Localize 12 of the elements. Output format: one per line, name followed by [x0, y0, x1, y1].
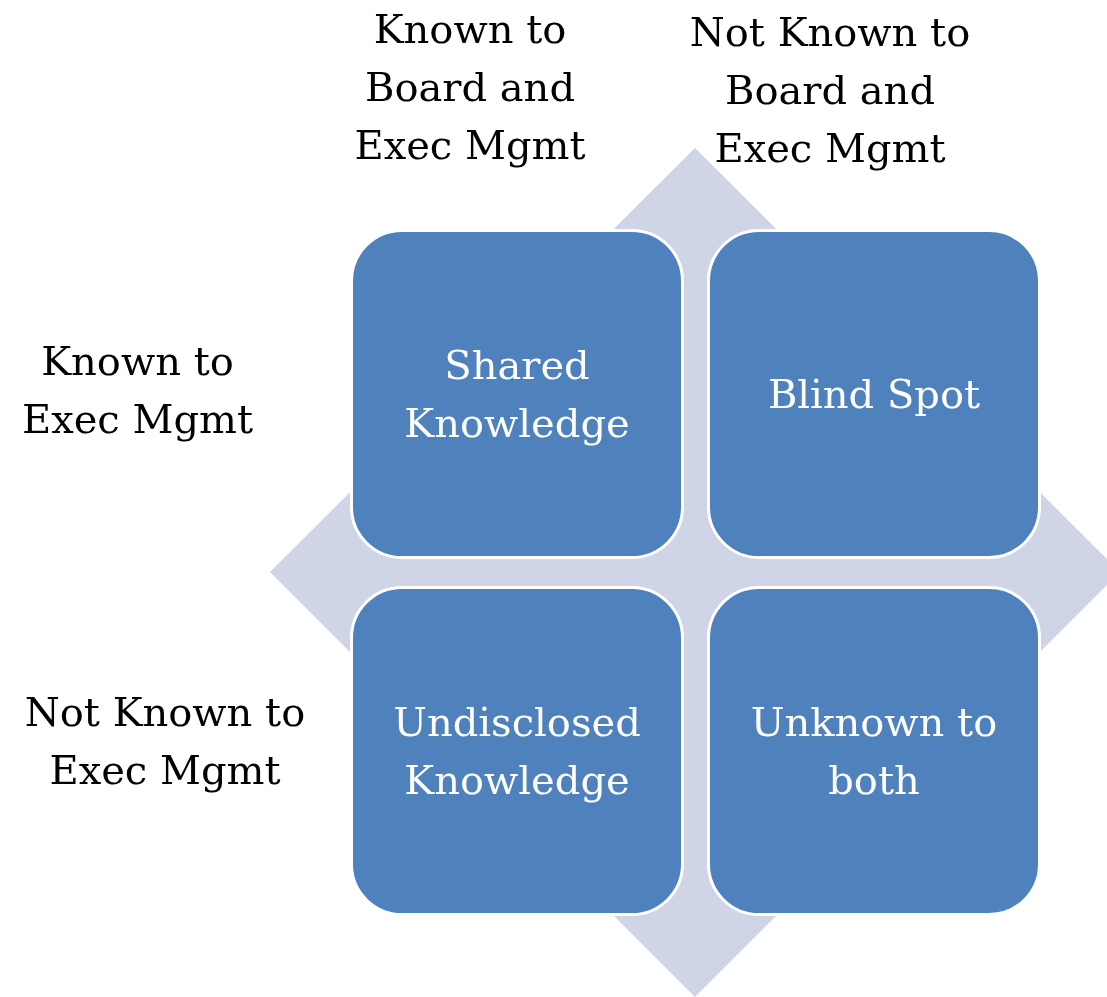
axis-label: Not Known to Exec Mgmt: [23, 688, 307, 795]
quadrant-box: [707, 229, 1041, 559]
quadrant-box: [350, 229, 684, 559]
quadrant-label: Undisclosed Knowledge: [392, 698, 642, 805]
axis-label: Known to Board and Exec Mgmt: [353, 5, 587, 170]
axis-label: Not Known to Board and Exec Mgmt: [688, 8, 972, 173]
axis-label: Known to Exec Mgmt: [20, 337, 255, 444]
quadrant-label: Unknown to both: [749, 698, 999, 805]
quadrant-box: [707, 586, 1041, 916]
quadrant-label: Blind Spot: [767, 370, 981, 419]
quadrant-box: [350, 586, 684, 916]
quadrant-label: Shared Knowledge: [403, 341, 631, 448]
